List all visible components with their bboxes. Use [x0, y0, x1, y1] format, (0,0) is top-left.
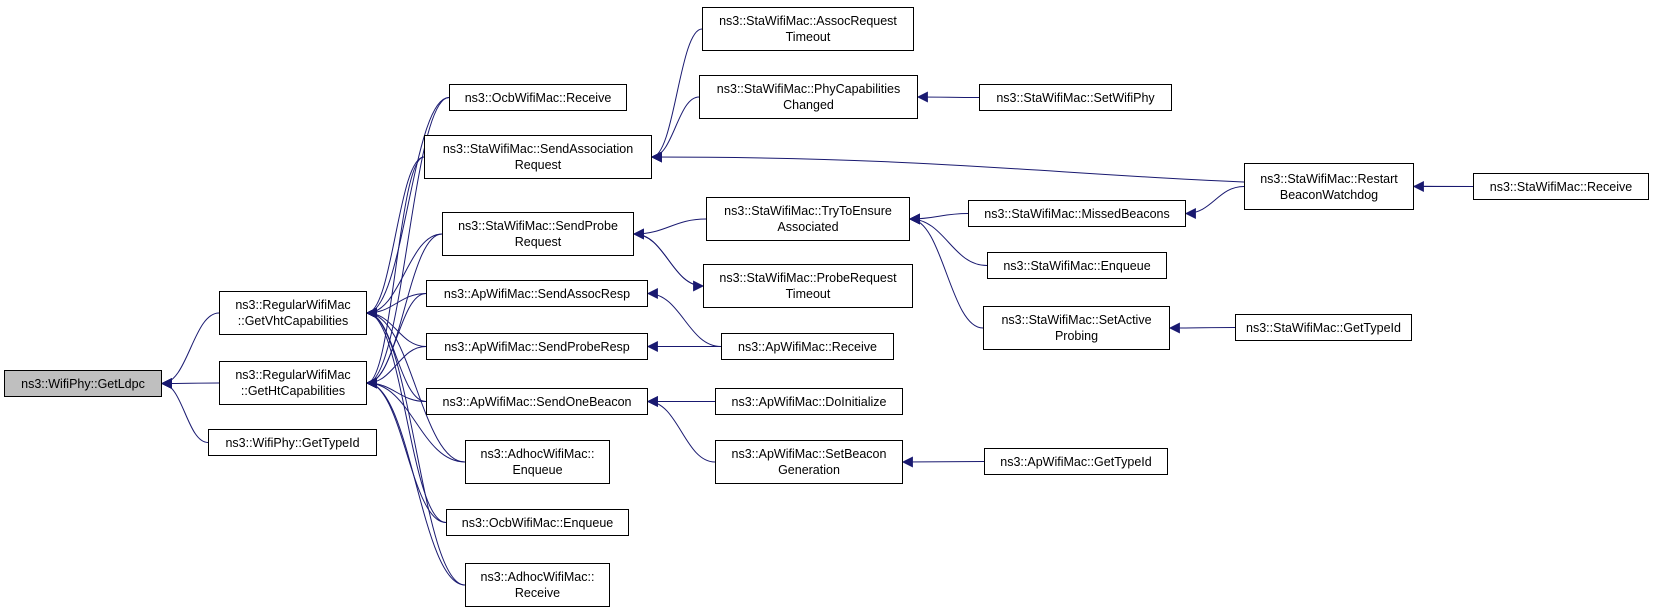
node-label-line-2: ::GetVhtCapabilities [237, 314, 349, 328]
node-stawifimac-enqueue[interactable]: ns3::StaWifiMac::Enqueue [987, 252, 1167, 279]
node-label: ns3::StaWifiMac::MissedBeacons [984, 206, 1170, 221]
edge-sta_assoctimeout-to-sta_sendassoc [650, 28, 703, 163]
node-label: ns3::ApWifiMac::SendProbeResp [444, 339, 630, 354]
node-apwifimac-gettypeid[interactable]: ns3::ApWifiMac::GetTypeId [984, 448, 1168, 475]
edge-sta_sendprobe-to-regular_getvht [365, 233, 443, 319]
node-label: ns3::StaWifiMac::Receive [1489, 179, 1633, 194]
node-label-line-1: ns3::StaWifiMac::SendProbe [458, 219, 618, 233]
node-label-line-1: ns3::RegularWifiMac [235, 298, 351, 312]
node-label: ns3::StaWifiMac::Enqueue [1003, 258, 1151, 273]
node-stawifimac-assocrequesttimeout[interactable]: ns3::StaWifiMac::AssocRequest Timeout [702, 7, 914, 51]
node-regularwifimac-getvhtcapabilities[interactable]: ns3::RegularWifiMac ::GetVhtCapabilities [219, 291, 367, 335]
edge-wifiphy_gettypeid-to-wifiphy_getldpc [160, 378, 209, 443]
node-label-line-1: ns3::RegularWifiMac [235, 368, 351, 382]
edge-sta_gettypeid-to-sta_setactive [1168, 322, 1236, 334]
node-regularwifimac-gethtcapabilities[interactable]: ns3::RegularWifiMac ::GetHtCapabilities [219, 361, 367, 405]
node-label: ns3::ApWifiMac::GetTypeId [1000, 454, 1152, 469]
edge-ocb_receive-to-regular_getvht [365, 97, 450, 319]
edge-sta_sendassoc-to-regular_getvht [365, 156, 425, 319]
edge-sta_sendassoc-to-regular_getht [365, 156, 425, 389]
node-label-line-1: ns3::AdhocWifiMac:: [480, 447, 595, 461]
node-label-line-2: Receive [514, 586, 561, 600]
edge-adhoc_receive-to-regular_getvht [365, 307, 466, 586]
edge-ap_setbeacon-to-ap_sendonebeacon [646, 396, 716, 463]
node-stawifimac-trytoensureassociated[interactable]: ns3::StaWifiMac::TryToEnsure Associated [706, 197, 910, 241]
node-label: ns3::StaWifiMac::GetTypeId [1246, 320, 1401, 335]
edge-sta_restart-to-sta_missed [1184, 186, 1245, 219]
node-apwifimac-sendonebeacon[interactable]: ns3::ApWifiMac::SendOneBeacon [426, 388, 648, 415]
node-stawifimac-phycapabilitieschanged[interactable]: ns3::StaWifiMac::PhyCapabilities Changed [699, 75, 918, 119]
node-label-line-1: ns3::StaWifiMac::AssocRequest [719, 14, 897, 28]
node-label-line-1: ns3::StaWifiMac::TryToEnsure [724, 204, 892, 218]
node-stawifimac-setactiveprobing[interactable]: ns3::StaWifiMac::SetActive Probing [983, 306, 1170, 350]
node-adhocwifimac-receive[interactable]: ns3::AdhocWifiMac:: Receive [465, 563, 610, 607]
node-ocbwifimac-receive[interactable]: ns3::OcbWifiMac::Receive [449, 84, 627, 111]
edge-ap_receive-to-ap_sendassocresp [646, 288, 722, 347]
node-label-line-1: ns3::StaWifiMac::PhyCapabilities [716, 82, 901, 96]
node-adhocwifimac-enqueue[interactable]: ns3::AdhocWifiMac:: Enqueue [465, 440, 610, 484]
edge-sta_trytoensure-to-sta_sendprobe [632, 218, 707, 240]
node-label-line-2: Associated [777, 220, 839, 234]
node-stawifimac-restartbeaconwatchdog[interactable]: ns3::StaWifiMac::Restart BeaconWatchdog [1244, 163, 1414, 210]
node-wifiphy-gettypeid[interactable]: ns3::WifiPhy::GetTypeId [208, 429, 377, 456]
edge-ocb_enqueue-to-regular_getvht [365, 307, 447, 523]
node-label: ns3::StaWifiMac::SetWifiPhy [996, 90, 1155, 105]
node-stawifimac-sendproberequest[interactable]: ns3::StaWifiMac::SendProbe Request [442, 212, 634, 256]
node-label-line-2: Timeout [785, 30, 831, 44]
node-label-line-1: ns3::StaWifiMac::Restart [1260, 171, 1398, 186]
edge-ap_sendonebeacon-to-regular_getvht [365, 307, 427, 402]
node-label-line-2: Enqueue [512, 463, 563, 477]
edge-adhoc_receive-to-regular_getht [365, 377, 466, 586]
node-label: ns3::ApWifiMac::SendAssocResp [443, 286, 631, 301]
node-stawifimac-sendassociationrequest[interactable]: ns3::StaWifiMac::SendAssociation Request [424, 135, 652, 179]
node-label-line-1: ns3::ApWifiMac::SetBeacon [731, 447, 887, 461]
node-label-line-1: ns3::AdhocWifiMac:: [480, 570, 595, 584]
node-label-line-1: ns3::StaWifiMac::ProbeRequest [719, 271, 897, 285]
node-label-line-2: Request [514, 158, 562, 172]
node-label: ns3::OcbWifiMac::Receive [464, 90, 612, 105]
node-label-line-2: BeaconWatchdog [1279, 187, 1379, 202]
node-label: ns3::ApWifiMac::Receive [738, 339, 877, 354]
node-label-line-1: ns3::StaWifiMac::SendAssociation [442, 142, 634, 156]
edge-ocb_receive-to-regular_getht [365, 97, 450, 389]
node-label-line-2: Timeout [785, 287, 831, 301]
node-label: ns3::WifiPhy::GetTypeId [225, 435, 360, 450]
node-label-line-2: Generation [778, 463, 840, 477]
node-apwifimac-sendassocresp[interactable]: ns3::ApWifiMac::SendAssocResp [426, 280, 648, 307]
edge-regular_getvht-to-wifiphy_getldpc [160, 312, 220, 389]
node-apwifimac-receive[interactable]: ns3::ApWifiMac::Receive [721, 333, 894, 360]
edge-sta_sendprobe-to-sta_probetimeout [633, 233, 705, 292]
node-label: ns3::OcbWifiMac::Enqueue [461, 515, 614, 530]
node-stawifimac-receive[interactable]: ns3::StaWifiMac::Receive [1473, 173, 1649, 200]
node-stawifimac-missedbeacons[interactable]: ns3::StaWifiMac::MissedBeacons [968, 200, 1186, 227]
node-label-line-2: Probing [1054, 329, 1099, 343]
edge-adhoc_enqueue-to-regular_getvht [365, 307, 466, 463]
node-wifiphy-getldpc: ns3::WifiPhy::GetLdpc [4, 370, 162, 397]
edge-sta_phycap-to-sta_sendassoc [650, 96, 700, 163]
node-label-line-2: ::GetHtCapabilities [240, 384, 346, 398]
node-label: ns3::WifiPhy::GetLdpc [21, 376, 145, 391]
edge-sta_enqueue-to-sta_trytoensure [908, 213, 988, 266]
edge-sta_setactive-to-sta_trytoensure [908, 213, 984, 329]
node-label-line-1: ns3::StaWifiMac::SetActive [1001, 313, 1152, 327]
node-label-line-2: Changed [783, 98, 834, 112]
node-apwifimac-sendproberesp[interactable]: ns3::ApWifiMac::SendProbeResp [426, 333, 648, 360]
node-apwifimac-setbeacongeneration[interactable]: ns3::ApWifiMac::SetBeacon Generation [715, 440, 903, 484]
edge-sta_sendprobe-to-regular_getht [365, 233, 443, 389]
node-label: ns3::ApWifiMac::SendOneBeacon [442, 394, 632, 409]
node-apwifimac-doinitialize[interactable]: ns3::ApWifiMac::DoInitialize [715, 388, 903, 415]
node-stawifimac-gettypeid[interactable]: ns3::StaWifiMac::GetTypeId [1235, 314, 1412, 341]
edge-ap_gettypeid-to-ap_setbeacon [901, 456, 985, 468]
edge-regular_getht-to-wifiphy_getldpc [160, 377, 220, 389]
node-stawifimac-setwifiphy[interactable]: ns3::StaWifiMac::SetWifiPhy [979, 84, 1172, 111]
edge-sta_missed-to-sta_trytoensure [908, 213, 969, 225]
edge-adhoc_enqueue-to-regular_getht [365, 377, 466, 463]
node-stawifimac-proberequesttimeout[interactable]: ns3::StaWifiMac::ProbeRequest Timeout [703, 264, 913, 308]
node-label: ns3::ApWifiMac::DoInitialize [731, 394, 887, 409]
edge-sta_setwifiphy-to-sta_phycap [916, 91, 980, 103]
node-ocbwifimac-enqueue[interactable]: ns3::OcbWifiMac::Enqueue [446, 509, 629, 536]
node-label-line-2: Request [514, 235, 562, 249]
